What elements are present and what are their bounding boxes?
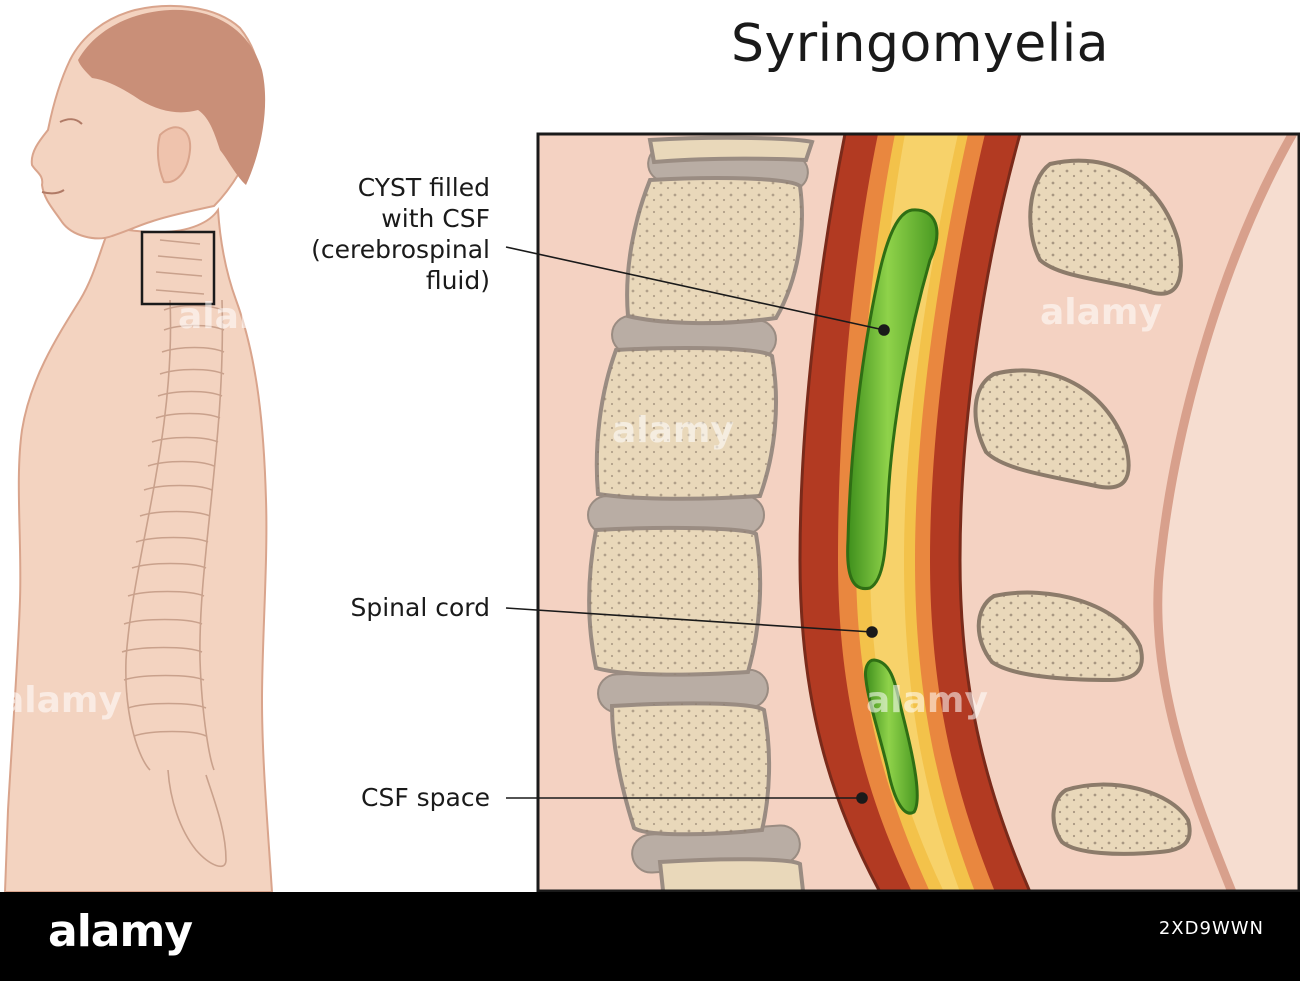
diagram-title: Syringomyelia xyxy=(730,14,1110,74)
cross-section-panel xyxy=(536,132,1300,893)
ear xyxy=(156,126,192,184)
spinal-cord-label: Spinal cord xyxy=(350,593,491,622)
spinous-processes xyxy=(973,158,1192,856)
cord-leader-dot xyxy=(866,626,878,638)
mouth xyxy=(41,189,65,195)
cyst-label-line: (cerebrospinal xyxy=(311,235,490,264)
cyst-label-line: CYST filled xyxy=(357,173,490,202)
cord-leader xyxy=(505,607,873,633)
eye xyxy=(59,118,83,125)
hair xyxy=(78,9,266,186)
panel-frame xyxy=(536,132,1300,893)
leader-lines xyxy=(505,246,890,804)
csf-space-label: CSF space xyxy=(361,783,490,812)
cyst-leader-dot xyxy=(878,324,890,336)
csf-leader-dot xyxy=(856,792,868,804)
vertebral-bodies xyxy=(587,135,815,892)
footer-bar: alamy 2XD9WWN xyxy=(0,892,1300,981)
syrinx-cyst xyxy=(846,208,939,815)
cyst-label: CYST filled with CSF (cerebrospinal flui… xyxy=(230,172,490,296)
cyst-label-line: fluid) xyxy=(425,266,490,295)
human-figure xyxy=(3,5,274,893)
illustration xyxy=(3,5,1300,893)
image-id: 2XD9WWN xyxy=(1158,918,1264,939)
brand-logo: alamy xyxy=(48,906,193,957)
cyst-label-line: with CSF xyxy=(381,204,490,233)
zoom-box xyxy=(140,230,216,306)
spine-outline xyxy=(121,239,227,868)
body-silhouette xyxy=(3,206,274,893)
cyst-leader xyxy=(505,246,885,331)
